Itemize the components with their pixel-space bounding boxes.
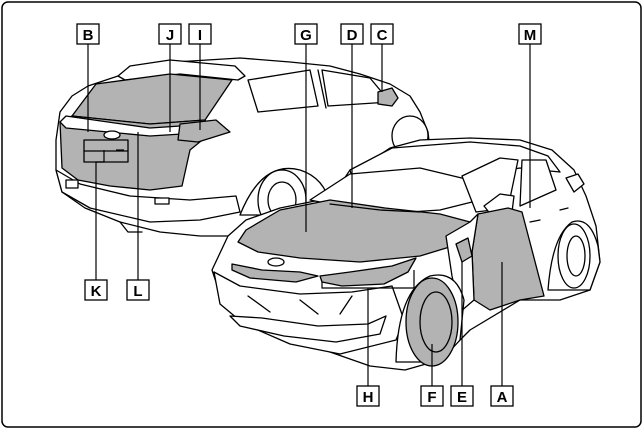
label-a-text: A: [497, 389, 508, 406]
label-e: E: [450, 385, 474, 407]
label-b: B: [76, 23, 100, 45]
label-f-text: F: [427, 389, 436, 406]
label-j: J: [158, 23, 182, 45]
rear-vehicle-mirror: [377, 87, 399, 107]
leader-lines: [87, 44, 531, 386]
door-handle: [529, 219, 541, 223]
front-emblem: [267, 257, 285, 267]
rear-hitch: [119, 221, 143, 233]
label-l: L: [126, 279, 150, 301]
rear-vehicle-side-window-1: [247, 69, 319, 113]
label-i-text: I: [198, 27, 202, 44]
right-tail-light-area: [177, 119, 231, 143]
rear-reflector-right: [154, 197, 170, 205]
front-vehicle: [211, 137, 601, 371]
label-h: H: [356, 385, 380, 407]
rear-emblem: [103, 130, 121, 140]
bumper-creases: [247, 295, 353, 315]
label-c-text: C: [377, 27, 388, 44]
label-g: G: [294, 23, 318, 45]
label-k: K: [84, 279, 108, 301]
leader-k: [95, 150, 105, 280]
label-c: C: [370, 23, 394, 45]
label-f: F: [420, 385, 444, 407]
label-b-text: B: [83, 27, 94, 44]
label-i: I: [188, 23, 212, 45]
side-window-rear: [519, 159, 557, 207]
callout-labels: B J I G D C M K: [76, 23, 542, 407]
label-k-text: K: [91, 283, 102, 300]
label-e-text: E: [457, 389, 467, 406]
label-l-text: L: [133, 283, 142, 300]
rear-wheel-hub: [566, 235, 586, 277]
charging-port-lid: [455, 237, 473, 263]
lower-grille: [229, 315, 387, 343]
wiper: [329, 203, 421, 213]
rear-reflector-left: [65, 179, 79, 189]
label-m: M: [518, 23, 542, 45]
rear-door-handle: [559, 207, 569, 211]
label-m-text: M: [524, 27, 537, 44]
label-g-text: G: [300, 27, 312, 44]
label-j-text: J: [166, 27, 174, 44]
label-h-text: H: [363, 389, 374, 406]
left-headlight: [231, 263, 319, 283]
label-a: A: [490, 385, 514, 407]
rear-vehicle-pillar: [317, 69, 327, 109]
rear-corner-lamp: [565, 173, 585, 193]
label-d: D: [340, 23, 364, 45]
rear-bumper: [55, 169, 241, 223]
rear-vehicle: [55, 57, 431, 237]
front-wheel-hub: [419, 291, 453, 353]
right-headlight: [319, 257, 417, 287]
label-d-text: D: [347, 27, 358, 44]
